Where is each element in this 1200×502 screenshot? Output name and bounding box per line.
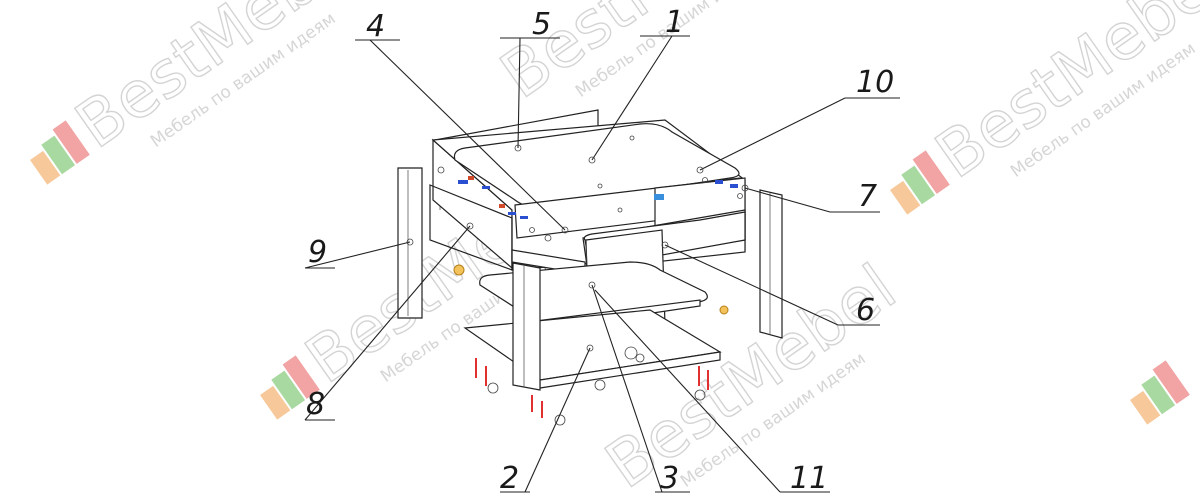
side-panel-left bbox=[429, 184, 513, 271]
callout-3: 3 bbox=[660, 461, 679, 496]
watermark-logo-fragment bbox=[1130, 360, 1190, 425]
leg-front-left bbox=[512, 262, 541, 391]
callout-9: 9 bbox=[308, 235, 327, 270]
hardware-markings bbox=[437, 135, 743, 272]
watermark-logo: BestMebel Мебель по вашим идеям bbox=[30, 0, 380, 185]
watermark-brand-text: BestMebel bbox=[923, 0, 1200, 193]
watermark-logo: BestMebel Мебель по вашим идеям bbox=[890, 0, 1200, 215]
leader-lines bbox=[304, 35, 900, 493]
callout-10: 10 bbox=[856, 65, 894, 100]
fasteners bbox=[453, 264, 729, 418]
leg-left bbox=[397, 167, 423, 319]
callout-2: 2 bbox=[500, 461, 519, 496]
callout-8: 8 bbox=[306, 387, 325, 422]
callout-5: 5 bbox=[532, 7, 551, 42]
furniture-drawing bbox=[397, 109, 783, 426]
callout-7: 7 bbox=[858, 179, 877, 214]
callout-4: 4 bbox=[366, 9, 385, 44]
callout-11: 11 bbox=[790, 461, 828, 496]
leg-right bbox=[759, 189, 783, 339]
callout-6: 6 bbox=[856, 293, 875, 328]
callout-1: 1 bbox=[665, 5, 684, 40]
callout-labels: 1 2 3 4 5 6 7 8 9 10 11 bbox=[306, 5, 894, 496]
